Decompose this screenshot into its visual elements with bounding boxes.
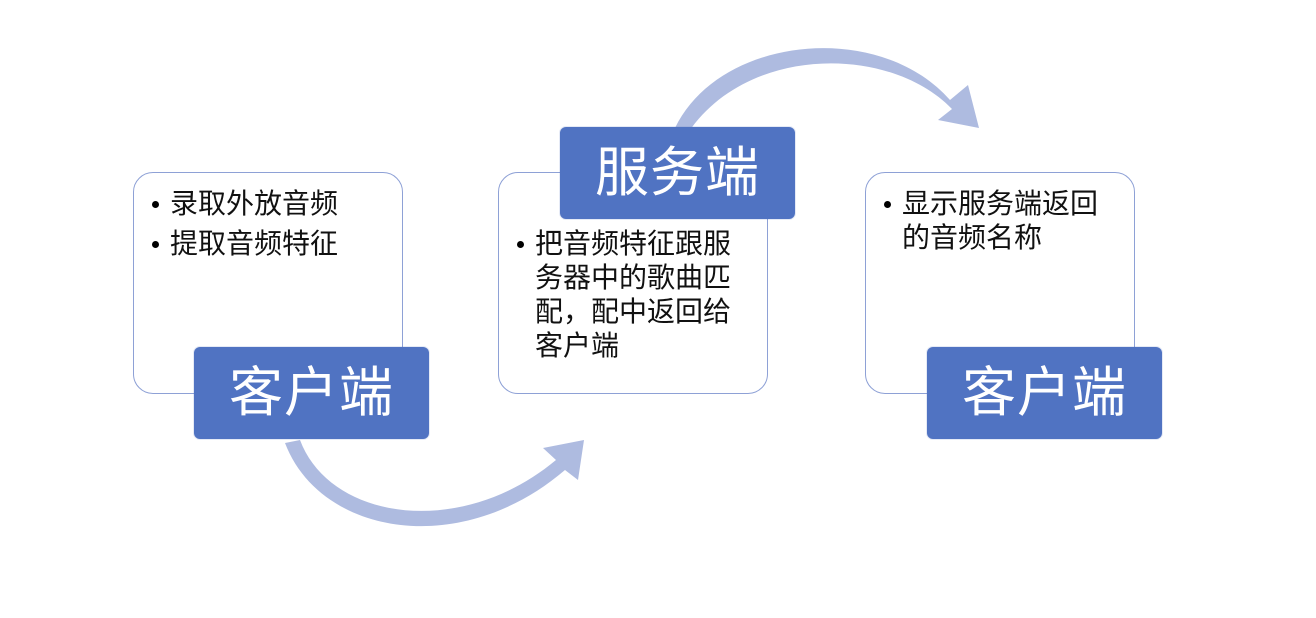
client-input-bullets: 录取外放音频 提取音频特征 bbox=[146, 187, 384, 267]
bullet-item: 提取音频特征 bbox=[146, 227, 384, 261]
curved-arrow-server-to-client bbox=[675, 48, 979, 130]
bullet-dot-icon bbox=[152, 201, 159, 208]
bullet-text: 录取外放音频 bbox=[170, 187, 339, 220]
client-label-right: 客户端 bbox=[927, 347, 1162, 439]
bullet-dot-icon bbox=[152, 241, 159, 248]
client-label-left: 客户端 bbox=[194, 347, 429, 439]
bullet-text: 把音频特征跟服务器中的歌曲匹配，配中返回给客户端 bbox=[535, 227, 732, 362]
bullet-dot-icon bbox=[884, 201, 891, 208]
client-output-bullets: 显示服务端返回的音频名称 bbox=[878, 187, 1116, 261]
bullet-item: 把音频特征跟服务器中的歌曲匹配，配中返回给客户端 bbox=[511, 227, 751, 363]
server-label: 服务端 bbox=[560, 127, 795, 219]
bullet-text: 提取音频特征 bbox=[170, 227, 339, 260]
curved-arrow-client-to-server bbox=[285, 440, 584, 527]
bullet-dot-icon bbox=[517, 241, 524, 248]
bullet-item: 录取外放音频 bbox=[146, 187, 384, 221]
server-bullets: 把音频特征跟服务器中的歌曲匹配，配中返回给客户端 bbox=[511, 227, 751, 369]
bullet-text: 显示服务端返回的音频名称 bbox=[902, 187, 1099, 254]
bullet-item: 显示服务端返回的音频名称 bbox=[878, 187, 1116, 255]
